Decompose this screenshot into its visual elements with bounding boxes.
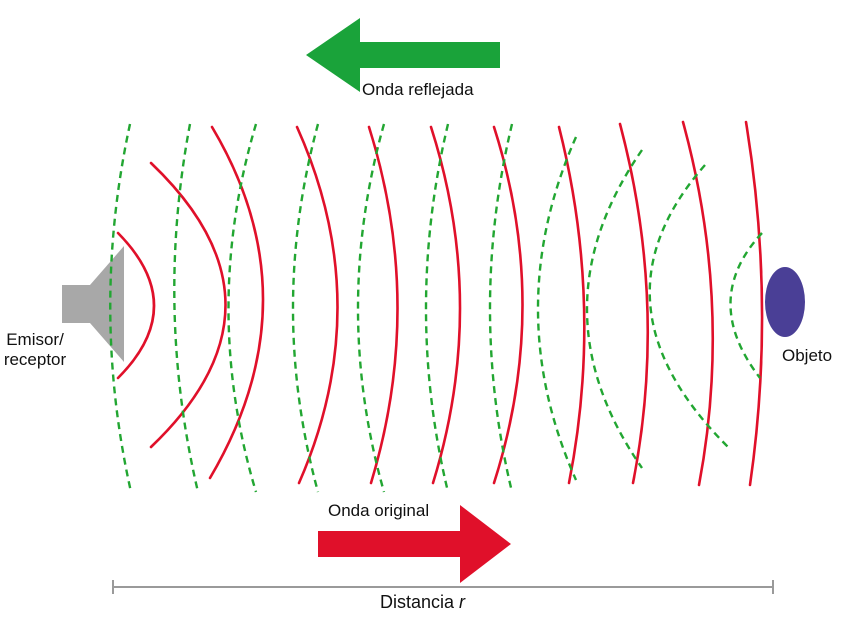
reflected-wavefront [538, 137, 576, 480]
original-wave-label: Onda original [328, 501, 429, 521]
emitter-label-line2: receptor [4, 350, 66, 369]
reflected-wave-label: Onda reflejada [362, 80, 474, 100]
original-wavefront [151, 163, 226, 447]
original-wavefront [297, 127, 338, 483]
original-wavefront [746, 122, 762, 485]
original-wavefront [431, 127, 460, 483]
distance-label: Distancia r [380, 592, 465, 612]
emitter-receiver-icon [62, 246, 124, 362]
reflected-wavefront [358, 124, 384, 492]
original-wavefront [369, 127, 398, 483]
object-ellipse [765, 267, 805, 337]
reflected-wavefront [293, 124, 318, 492]
reflected-wavefront [587, 150, 642, 468]
original-wavefront [683, 122, 713, 485]
emitter-receiver-label: Emisor/ receptor [2, 330, 68, 370]
distance-text: Distancia [380, 592, 454, 612]
original-wavefront [210, 127, 263, 478]
original-wavefront [559, 127, 584, 483]
emitter-label-line1: Emisor/ [6, 330, 64, 349]
reflected-wavefront [650, 165, 728, 447]
original-wavefronts [118, 122, 762, 485]
reflected-wavefront [730, 233, 762, 378]
reflected-wavefront [174, 124, 198, 492]
object-label: Objeto [782, 346, 832, 366]
original-wavefront [494, 127, 523, 483]
distance-symbol: r [459, 592, 465, 612]
reflected-wavefronts [110, 124, 762, 492]
original-wavefront [620, 124, 648, 483]
